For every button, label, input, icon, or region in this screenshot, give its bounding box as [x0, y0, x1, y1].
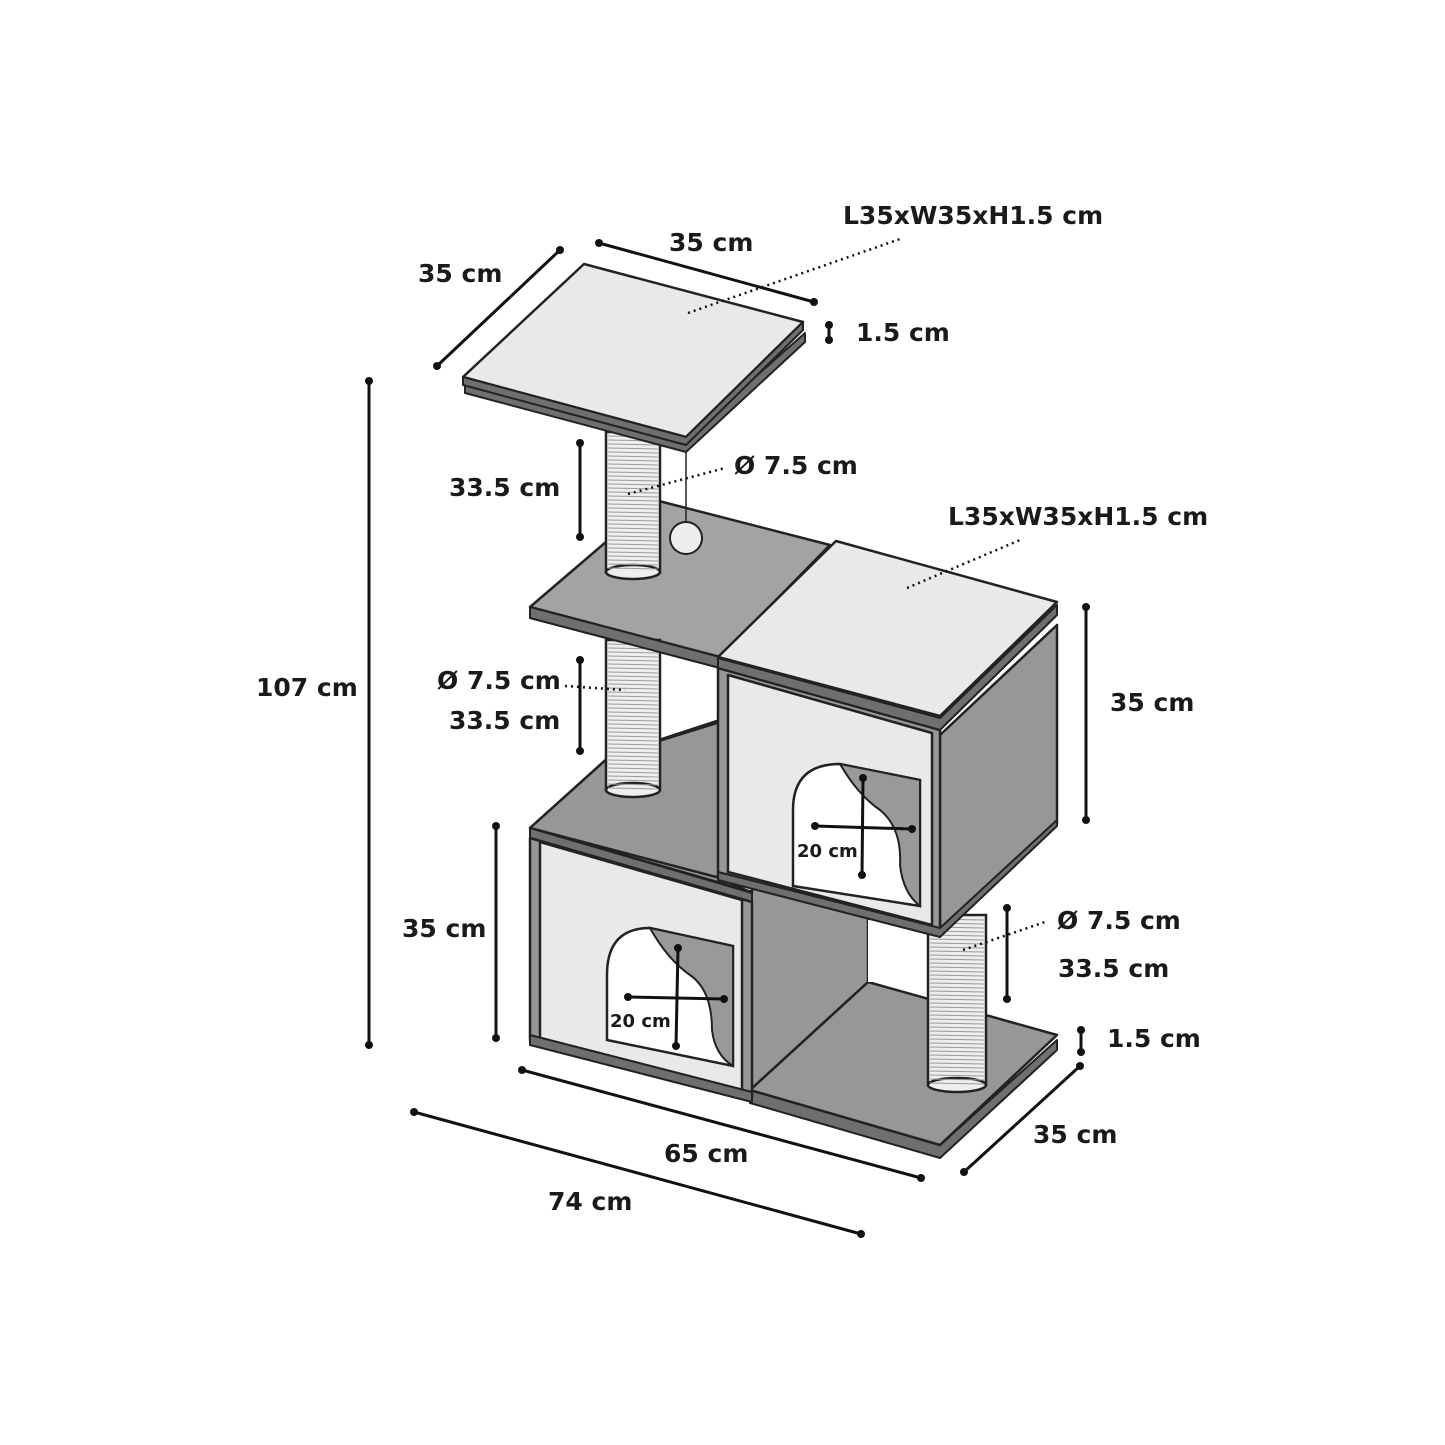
post-middle-diameter-label: Ø 7.5 cm [437, 666, 561, 695]
leader-lines [564, 236, 1046, 952]
lower-box-curtain [648, 926, 734, 1068]
base-depth-label: 35 cm [1033, 1120, 1117, 1149]
overall-width-label: 74 cm [548, 1187, 632, 1216]
base-thickness-label: 1.5 cm [1107, 1024, 1201, 1053]
post-upper-height-label: 33.5 cm [449, 473, 560, 502]
right-platform-size-label: L35xW35xH1.5 cm [948, 502, 1208, 531]
toy-ball [669, 521, 703, 555]
post-lower-height-label: 33.5 cm [1058, 954, 1169, 983]
top-thickness-label: 1.5 cm [856, 318, 950, 347]
lower-box-opening-label: 20 cm [610, 1011, 671, 1032]
top-platform-size-label: L35xW35xH1.5 cm [843, 201, 1103, 230]
lower-box-bottom-edge [529, 1034, 753, 1103]
right-platform [716, 539, 1059, 718]
post-upper [604, 430, 662, 581]
post-middle-height-label: 33.5 cm [449, 706, 560, 735]
post-upper-diameter-label: Ø 7.5 cm [734, 451, 858, 480]
post-lower [926, 913, 988, 1094]
upper-box-height-label: 35 cm [1110, 688, 1194, 717]
top-width-label: 35 cm [669, 228, 753, 257]
total-height-label: 107 cm [256, 673, 358, 702]
post-middle [604, 638, 662, 799]
upper-box-bottom-edge [717, 819, 1058, 938]
upper-box-opening-label: 20 cm [797, 841, 858, 862]
top-platform-edge-lip [462, 321, 804, 446]
base-width-label: 65 cm [664, 1139, 748, 1168]
lower-box-height-label: 35 cm [402, 914, 486, 943]
right-platform-edge [717, 604, 1058, 731]
top-depth-label: 35 cm [418, 259, 502, 288]
post-lower-diameter-label: Ø 7.5 cm [1057, 906, 1181, 935]
dimension-lines [365, 239, 1090, 1238]
upper-box-curtain [838, 762, 921, 909]
top-platform [461, 262, 805, 439]
